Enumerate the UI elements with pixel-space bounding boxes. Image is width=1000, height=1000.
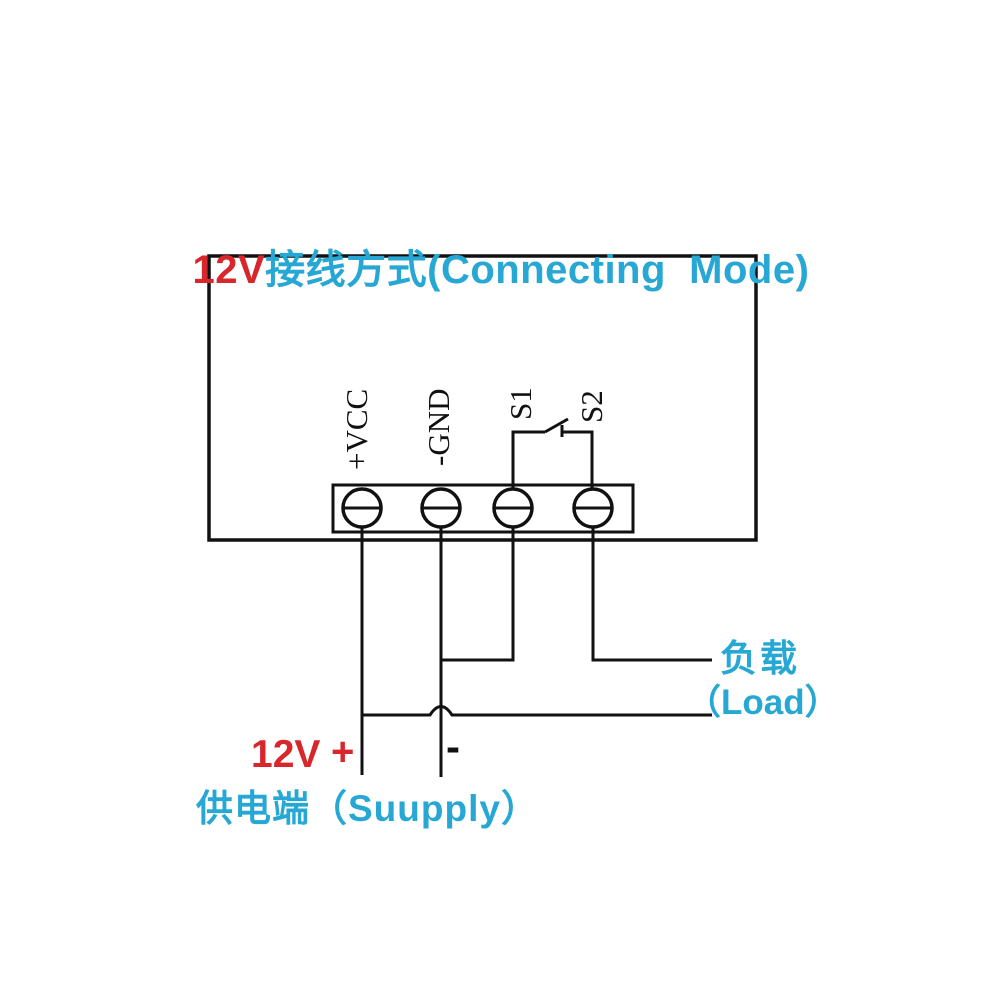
supply-minus-sign: -: [446, 723, 460, 770]
title-text: 接线方式(Connecting Mode): [265, 248, 810, 292]
title-voltage: 12V: [192, 248, 266, 292]
page-title: 12V接线方式(Connecting Mode): [146, 192, 809, 340]
wire-s2-to-load: [591, 527, 712, 662]
supply-voltage-label: 12V: [251, 733, 321, 776]
terminal-label-s1: S1: [503, 387, 538, 420]
load-label-en: （Load）: [686, 683, 840, 722]
terminal-screw-gnd: [420, 487, 462, 529]
device-outline: [207, 254, 758, 542]
switch-symbol: [511, 417, 594, 489]
terminal-label-gnd: -GND: [421, 388, 456, 467]
load-label-cn: 负载: [720, 638, 800, 679]
terminal-label-s2: S2: [574, 390, 609, 423]
terminal-screw-s1: [492, 487, 534, 529]
wire-supply-plus: [362, 705, 712, 717]
supply-label: 供电端（Suupply）: [196, 788, 539, 829]
terminal-screw-s2: [572, 487, 614, 529]
terminal-block: [331, 483, 635, 534]
terminal-label-vcc: +VCC: [339, 388, 374, 470]
wire-s1-to-gnd: [441, 527, 515, 662]
supply-plus-sign: +: [331, 730, 355, 774]
terminal-screw-vcc: [341, 487, 383, 529]
